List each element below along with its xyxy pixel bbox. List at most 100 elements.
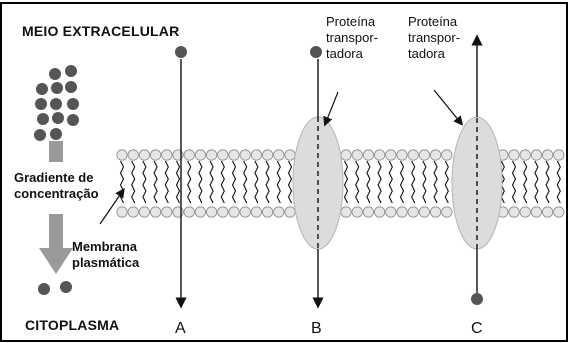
- lipid-head: [150, 207, 160, 217]
- lipid-head: [206, 150, 216, 160]
- lipid-tail: [210, 161, 213, 203]
- protein-b-label-line: Proteína: [326, 14, 378, 30]
- lipid-head: [554, 150, 564, 160]
- lipid-head: [240, 207, 250, 217]
- membrane-label: Membrana plasmática: [72, 239, 139, 271]
- pointer-protein-b: [326, 92, 338, 122]
- lipid-head: [195, 207, 205, 217]
- gradient-arrow-head: [39, 248, 73, 274]
- lipid-head: [251, 207, 261, 217]
- lipid-tail: [266, 161, 269, 203]
- lipid-head: [162, 150, 172, 160]
- lipid-head: [128, 207, 138, 217]
- lipid-head: [363, 207, 373, 217]
- lipid-head: [341, 150, 351, 160]
- lipid-head: [520, 207, 530, 217]
- lipid-head: [195, 150, 205, 160]
- extracellular-label: MEIO EXTRACELULAR: [22, 24, 179, 38]
- lipid-head: [386, 150, 396, 160]
- lipid-tail: [513, 161, 516, 203]
- lipid-head: [184, 207, 194, 217]
- protein-c-label: Proteína transpor- tadora: [408, 14, 460, 62]
- lipid-head: [408, 150, 418, 160]
- lipid-tail: [132, 161, 135, 203]
- path-letter-a: A: [175, 321, 186, 337]
- cytoplasm-molecule: [38, 283, 50, 295]
- lipid-head: [162, 207, 172, 217]
- lipid-head: [206, 207, 216, 217]
- lipid-tail: [345, 161, 348, 203]
- lipid-head: [542, 207, 552, 217]
- lipid-head: [218, 150, 228, 160]
- lipid-tail: [356, 161, 359, 203]
- lipid-head: [419, 207, 429, 217]
- lipid-head: [442, 207, 452, 217]
- lipid-tail: [434, 161, 437, 203]
- path-letter-b: B: [311, 321, 322, 337]
- lipid-head: [139, 150, 149, 160]
- lipid-head: [363, 150, 373, 160]
- lipid-tail: [546, 161, 549, 203]
- lipid-head: [274, 150, 284, 160]
- lipid-tail: [445, 161, 448, 203]
- lipid-head: [285, 150, 295, 160]
- lipid-tail: [244, 161, 247, 203]
- lipid-tail: [255, 161, 258, 203]
- lipid-tail: [412, 161, 415, 203]
- lipid-tail: [277, 161, 280, 203]
- lipid-head: [139, 207, 149, 217]
- lipid-head: [386, 207, 396, 217]
- lipid-head: [509, 207, 519, 217]
- lipid-head: [117, 207, 127, 217]
- lipid-head: [240, 150, 250, 160]
- gradient-label: Gradiente de concentração: [14, 170, 99, 202]
- membrane-label-line: plasmática: [72, 255, 139, 271]
- lipid-head: [229, 207, 239, 217]
- gradient-arrow-shaft-top: [49, 141, 63, 162]
- lipid-head: [520, 150, 530, 160]
- lipid-head: [128, 150, 138, 160]
- lipid-tail: [165, 161, 168, 203]
- lipid-head: [229, 150, 239, 160]
- membrane-label-line: Membrana: [72, 239, 139, 255]
- lipid-head: [419, 150, 429, 160]
- lipid-tail: [289, 161, 292, 203]
- lipid-head: [408, 207, 418, 217]
- lipid-head: [262, 150, 272, 160]
- protein-b-label-line: transpor-: [326, 30, 378, 46]
- protein-b-label: Proteína transpor- tadora: [326, 14, 378, 62]
- pointer-protein-c: [434, 90, 460, 122]
- lipid-tail: [557, 161, 560, 203]
- lipid-head: [542, 150, 552, 160]
- gradient-label-line: concentração: [14, 186, 99, 202]
- path-letter-c: C: [471, 321, 483, 337]
- lipid-head: [117, 150, 127, 160]
- gradient-molecule-cluster: [34, 65, 79, 141]
- lipid-head: [442, 150, 452, 160]
- lipid-head: [397, 150, 407, 160]
- lipid-head: [509, 150, 519, 160]
- lipid-tail: [378, 161, 381, 203]
- lipid-tail: [121, 161, 124, 203]
- lipid-head: [554, 207, 564, 217]
- molecule-a: [175, 46, 187, 58]
- protein-b-label-line: tadora: [326, 46, 378, 62]
- lipid-head: [184, 150, 194, 160]
- lipid-head: [374, 207, 384, 217]
- protein-c-label-line: tadora: [408, 46, 460, 62]
- lipid-head: [251, 150, 261, 160]
- lipid-head: [218, 207, 228, 217]
- lipid-head: [531, 207, 541, 217]
- cytoplasm-label: CITOPLASMA: [25, 318, 119, 332]
- lipid-tail: [367, 161, 370, 203]
- lipid-tail: [177, 161, 180, 203]
- lipid-head: [397, 207, 407, 217]
- lipid-tail: [524, 161, 527, 203]
- lipid-head: [285, 207, 295, 217]
- lipid-head: [341, 207, 351, 217]
- gradient-label-line: Gradiente de: [14, 170, 99, 186]
- lipid-tail: [154, 161, 157, 203]
- lipid-tail: [199, 161, 202, 203]
- lipid-tail: [221, 161, 224, 203]
- lipid-tail: [233, 161, 236, 203]
